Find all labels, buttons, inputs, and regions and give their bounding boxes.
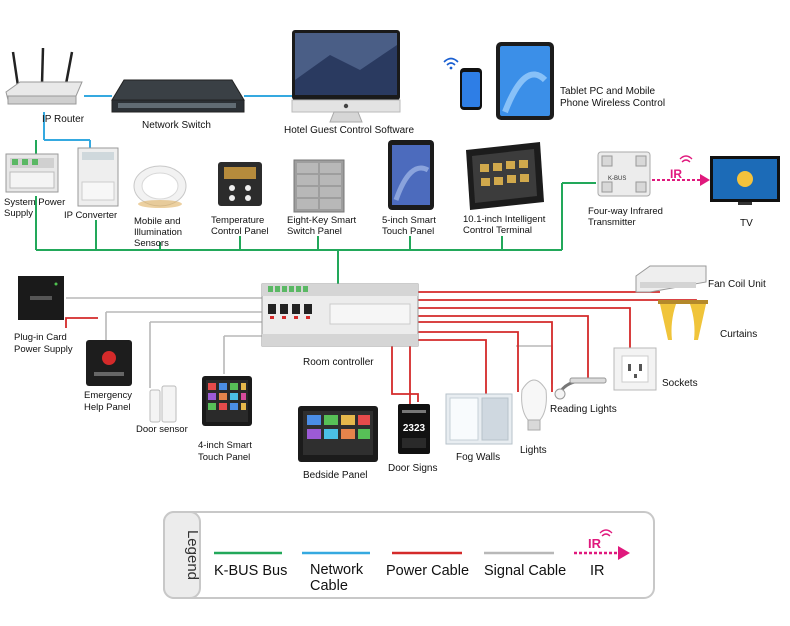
plugin-label-2: Power Supply (14, 344, 73, 355)
door-sign-icon (398, 404, 430, 454)
fog-walls-label: Fog Walls (456, 452, 500, 463)
tablet-label-1: Tablet PC and Mobile (560, 86, 655, 97)
ip-router-icon (5, 47, 83, 105)
bedside-panel-label: Bedside Panel (303, 470, 368, 481)
legend-power-label: Power Cable (386, 563, 469, 579)
legend-ir-swatch (574, 529, 630, 560)
hotel-software-label: Hotel Guest Control Software (284, 125, 414, 136)
eight-key-panel-icon (293, 159, 345, 213)
sensor-label-1: Mobile and (134, 216, 180, 227)
tablet-icon (496, 42, 554, 120)
legend-ir-label: IR (590, 563, 605, 579)
ten-inch-terminal-icon (466, 142, 544, 210)
ip-router-label: IP Router (42, 114, 85, 125)
ten-inch-label-1: 10.1-inch Intelligent (463, 214, 546, 225)
sensor-label-3: Sensors (134, 238, 169, 249)
temperature-panel-icon (218, 162, 262, 206)
ir-transmitter-label-1: Four-way Infrared (588, 206, 663, 217)
five-inch-label-1: 5-inch Smart (382, 215, 436, 226)
legend-ir-tag: IR (588, 536, 602, 551)
tv-label: TV (740, 218, 753, 229)
fog-wall-icon (445, 393, 513, 445)
tv-icon (710, 156, 780, 205)
door-signs-label: Door Signs (388, 463, 437, 474)
legend-network-label-1: Network (310, 562, 364, 578)
socket-icon (613, 347, 657, 391)
ir-transmitter-icon: K-BUS (597, 151, 651, 197)
four-inch-panel-icon (202, 376, 252, 426)
bedside-panel-icon (298, 406, 378, 462)
power-supply-label-1: System Power (4, 197, 65, 208)
legend: Legend K-BUS Bus Network Cable Power Cab… (163, 511, 655, 599)
sockets-label: Sockets (662, 378, 698, 389)
ip-converter-label: IP Converter (64, 210, 117, 221)
door-sensor-icon (149, 385, 177, 423)
legend-kbus-label: K-BUS Bus (214, 563, 287, 579)
sensor-icon (133, 165, 187, 208)
curtains-label: Curtains (720, 329, 757, 340)
plugin-label-1: Plug-in Card (14, 332, 67, 343)
ip-converter-icon (77, 147, 119, 207)
emergency-label-1: Emergency (84, 390, 132, 401)
eight-key-label-1: Eight-Key Smart (287, 215, 357, 226)
svg-text:K-BUS: K-BUS (608, 176, 626, 182)
door-sensor-label: Door sensor (136, 424, 188, 435)
emergency-panel-icon (86, 340, 132, 386)
power-supply-label-2: Supply (4, 208, 33, 219)
room-controller-label: Room controller (303, 357, 374, 368)
tablet-label-2: Phone Wireless Control (560, 98, 665, 109)
ir-transmitter-label-2: Transmitter (588, 217, 636, 228)
ir-beam-label: IR (670, 167, 682, 181)
light-bulb-icon (521, 379, 547, 431)
temperature-label-1: Temperature (211, 215, 264, 226)
five-inch-panel-icon (388, 140, 434, 210)
ten-inch-label-2: Control Terminal (463, 225, 532, 236)
legend-title: Legend (184, 530, 201, 580)
lights-label: Lights (520, 445, 547, 456)
ir-beam (652, 155, 710, 186)
reading-light-icon (554, 377, 607, 400)
sensor-label-2: Illumination (134, 227, 182, 238)
network-switch-label: Network Switch (142, 120, 211, 131)
monitor-icon (291, 30, 401, 123)
curtain-icon (658, 300, 708, 340)
power-supply-icon (5, 153, 59, 193)
room-controller-icon (261, 283, 419, 347)
network-switch-icon (111, 79, 245, 113)
emergency-label-2: Help Panel (84, 402, 130, 413)
kbus-lines (35, 140, 596, 286)
five-inch-label-2: Touch Panel (382, 226, 434, 237)
four-inch-label-1: 4-inch Smart (198, 440, 252, 451)
fan-coil-icon (635, 265, 707, 293)
four-inch-label-2: Touch Panel (198, 452, 250, 463)
network-cables (43, 95, 292, 148)
legend-signal-label: Signal Cable (484, 563, 566, 579)
wifi-icon (443, 57, 459, 70)
reading-lights-label: Reading Lights (550, 404, 617, 415)
card-switch-icon (18, 276, 64, 320)
fan-coil-label: Fan Coil Unit (708, 279, 766, 290)
phone-icon (460, 68, 482, 110)
eight-key-label-2: Switch Panel (287, 226, 342, 237)
legend-network-label-2: Cable (310, 578, 348, 594)
door-sign-number: 2323 (403, 423, 426, 434)
temperature-label-2: Control Panel (211, 226, 269, 237)
